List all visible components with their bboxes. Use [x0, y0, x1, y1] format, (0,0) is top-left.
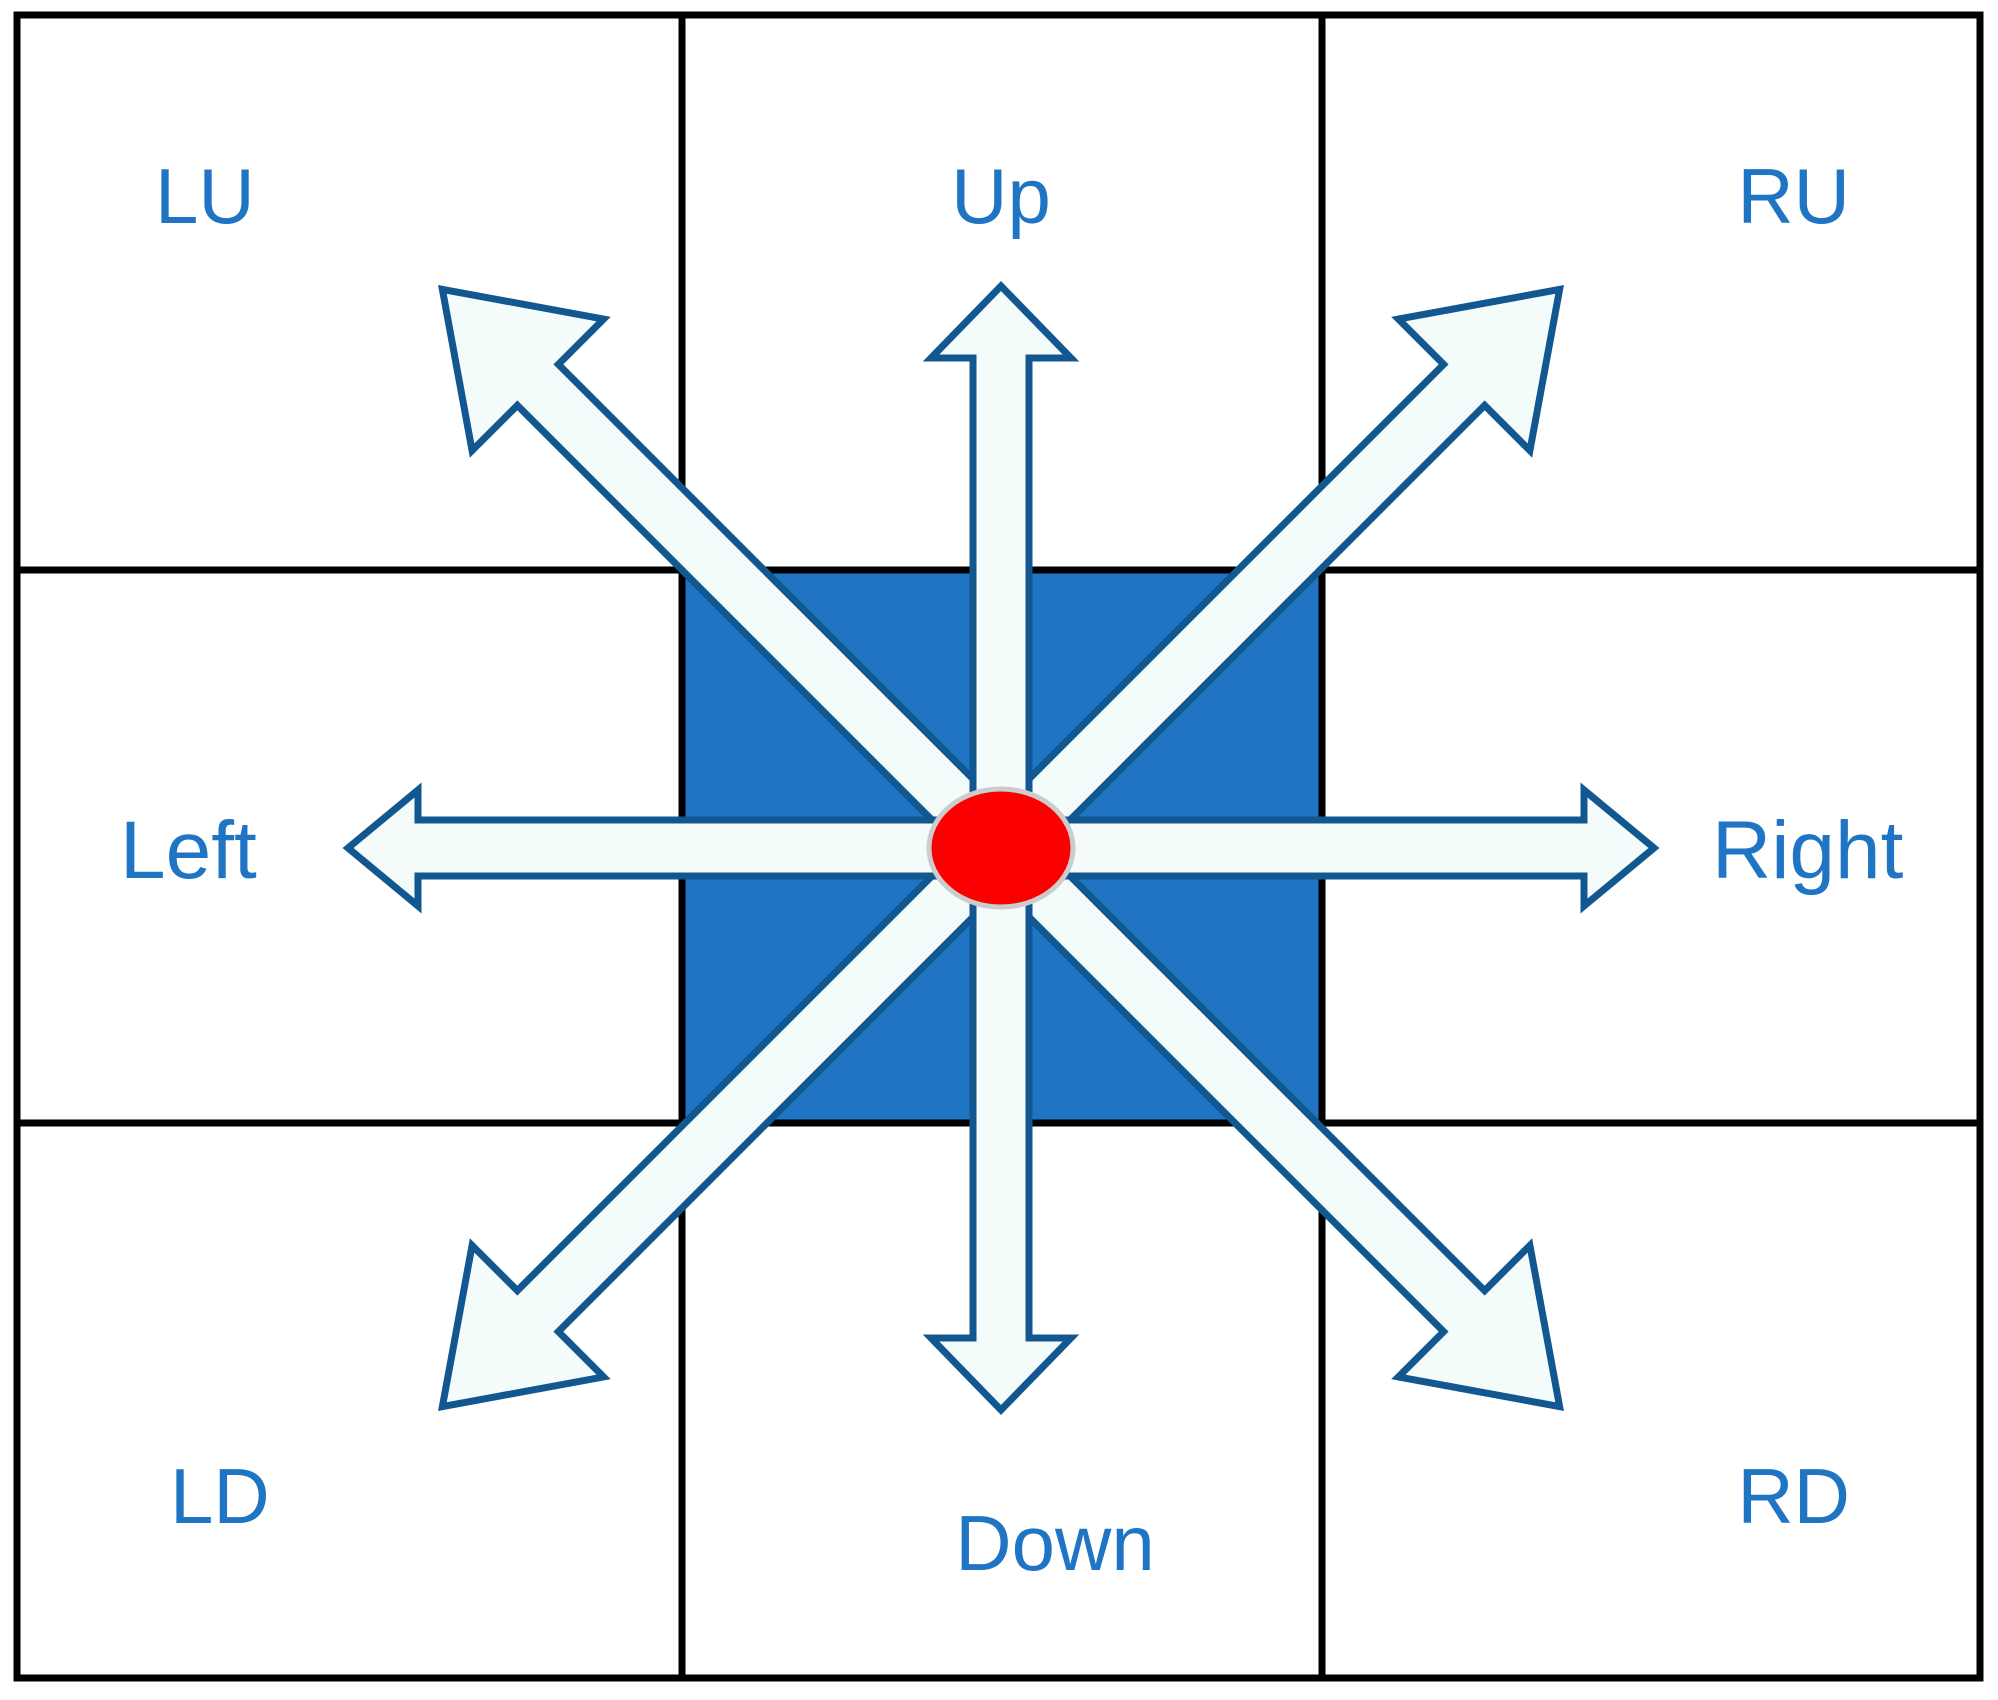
label-right: Right: [1712, 805, 1904, 896]
label-lu: LU: [155, 152, 255, 240]
label-left: Left: [120, 805, 257, 896]
label-down: Down: [955, 1499, 1154, 1587]
arrow-left-shape: [342, 782, 1005, 914]
arrow-right-shape: [997, 782, 1660, 914]
label-rd: RD: [1737, 1452, 1850, 1540]
arrow-down[interactable]: [922, 844, 1080, 1416]
direction-labels: LU Up RU Left Right LD Down RD: [120, 152, 1904, 1587]
arrow-down-shape: [922, 844, 1080, 1416]
arrow-right[interactable]: [997, 782, 1660, 914]
arrow-left[interactable]: [342, 782, 1005, 914]
arrow-up-shape: [922, 280, 1080, 852]
grid-outer-border: [13, 11, 1984, 1682]
arrow-up[interactable]: [922, 280, 1080, 852]
center-red-dot[interactable]: [926, 786, 1076, 910]
label-ld: LD: [170, 1452, 270, 1540]
label-ru: RU: [1737, 152, 1850, 240]
arrow-group: [342, 280, 1660, 1416]
label-up: Up: [951, 152, 1051, 240]
